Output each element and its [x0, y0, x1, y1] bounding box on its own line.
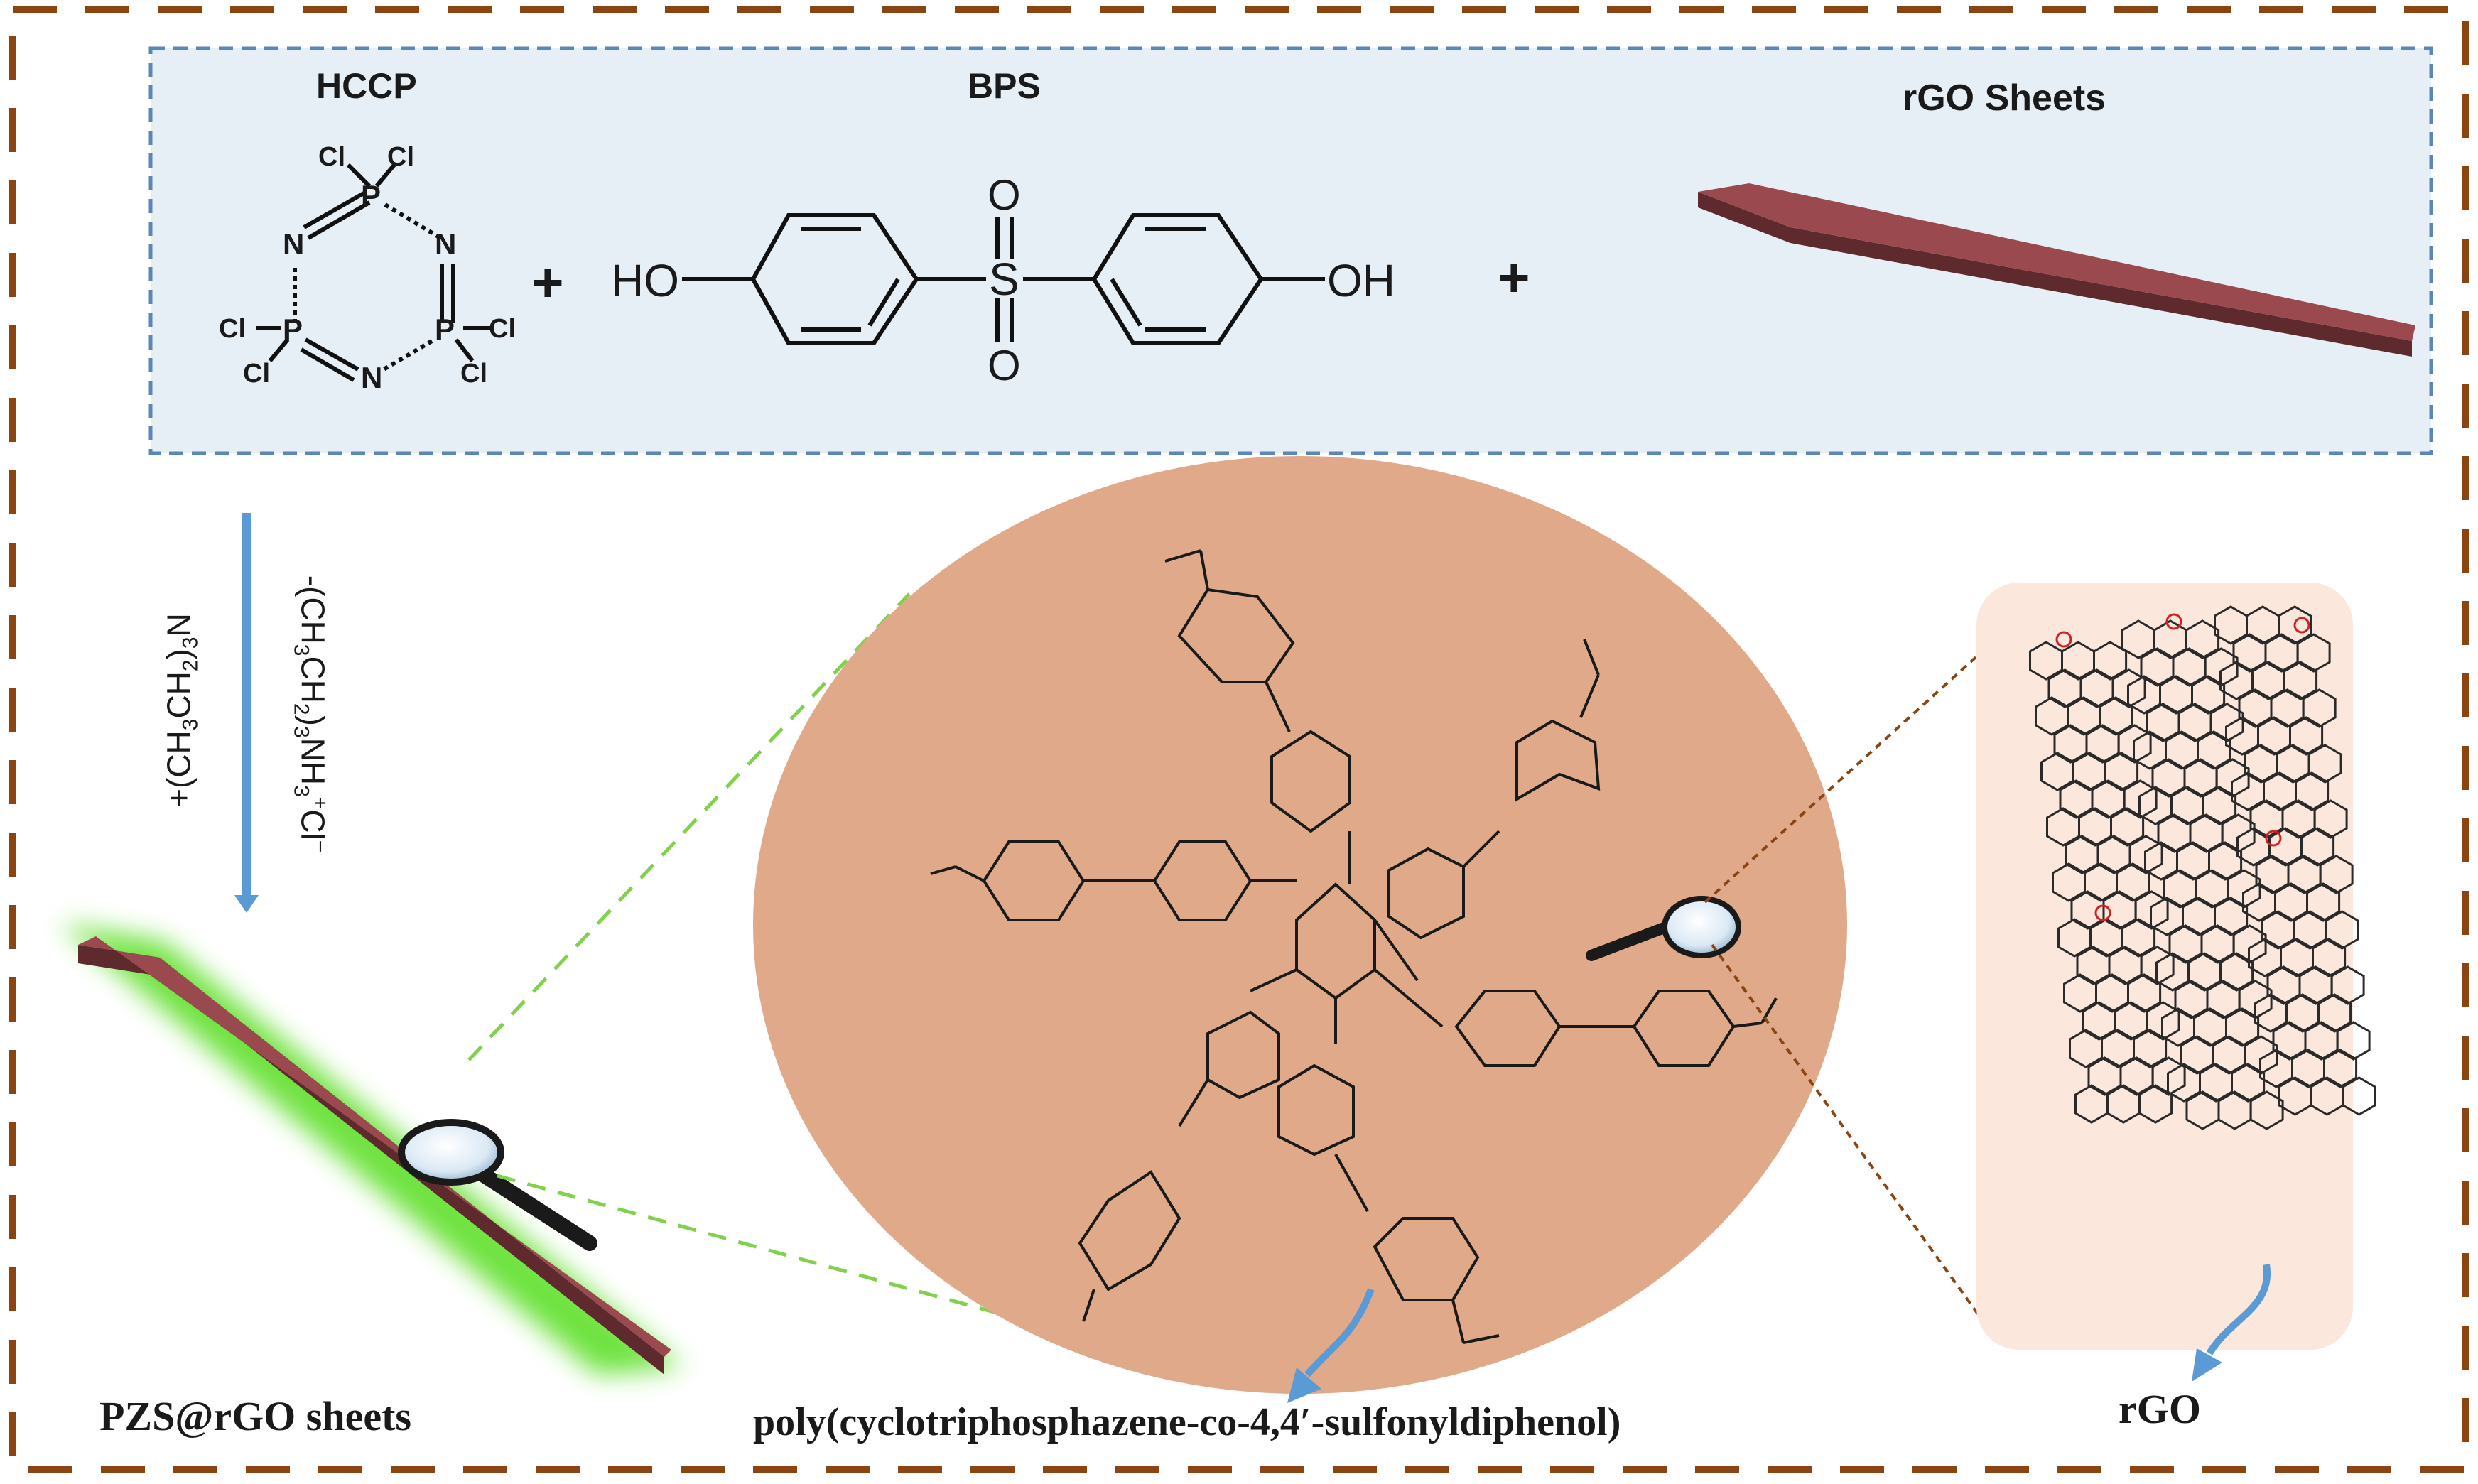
rgo-hexagon [2099, 696, 2133, 736]
rgo-hexagon [2225, 1007, 2260, 1047]
rgo-hexagon [2151, 1056, 2186, 1096]
rgo-hexagon [2317, 993, 2352, 1033]
rgo-hexagon [2134, 890, 2169, 930]
bps-oxygen-top: O [988, 171, 1021, 219]
rgo-hexagon [2342, 1076, 2376, 1116]
hccp-cl-2: Cl [387, 142, 414, 172]
rgo-hexagon [2117, 724, 2152, 764]
hccp-cl-6: Cl [460, 359, 487, 389]
rgo-hexagon [2133, 1029, 2168, 1068]
magnifier-left [398, 1119, 597, 1251]
rgo-molecular-panel [1976, 583, 2353, 1350]
rgo-hexagon [2116, 862, 2150, 902]
rgo-hexagon [2319, 855, 2354, 894]
rgo-hexagon [2093, 641, 2128, 681]
rgo-hexagon [2215, 758, 2250, 798]
rgo-hexagon [2111, 668, 2146, 708]
rgo-hexagon [2214, 897, 2249, 936]
rgo-hexagon [2296, 633, 2331, 673]
plus-sign-1: + [531, 251, 564, 313]
rgo-hexagon [2313, 799, 2348, 839]
hccp-cl-5: Cl [489, 314, 516, 344]
rgo-hexagon [2185, 619, 2220, 659]
hccp-cl-4: Cl [243, 359, 270, 389]
reaction-arrow [234, 513, 259, 913]
bps-label: BPS [968, 66, 1041, 106]
polymer-pointer-arrow [1304, 1288, 1375, 1377]
rgo-hexagon [2300, 827, 2335, 867]
plus-sign-2: + [1498, 246, 1530, 308]
rgo-hexagon [2140, 946, 2175, 985]
hccp-cl-1: Cl [318, 142, 345, 172]
rgo-hexagon [2227, 869, 2261, 909]
byproduct-label: -(CH3CH2)3NH3+Cl− [289, 575, 332, 853]
rgo-hexagon [2104, 752, 2139, 791]
bps-hydroxyl-left: HO [611, 255, 679, 306]
bps-oxygen-bottom: O [988, 342, 1021, 389]
rgo-hexagon [2323, 1049, 2358, 1088]
rgo-hexagon [2249, 1090, 2284, 1130]
rgo-hexagon [2221, 813, 2256, 853]
reagent-label: +(CH3CH2)3N [160, 613, 202, 808]
rgo-hexagon [2325, 910, 2359, 950]
bps-sulfur: S [989, 254, 1019, 305]
rgo-sheet-top [1698, 183, 2415, 357]
zoom-line-rgo-lower [1711, 943, 1984, 1321]
rgo-hexagon [2202, 786, 2237, 825]
hccp-structure [256, 163, 490, 382]
rgo-hexagon [2110, 807, 2145, 847]
hccp-p-right: P [435, 313, 455, 346]
rgo-hexagon [2232, 924, 2267, 964]
rgo-hexagon [2244, 1035, 2278, 1075]
rgo-hexagon [2302, 688, 2337, 728]
rgo-hexagon [2231, 1063, 2266, 1103]
rgo-hexagon [2123, 779, 2158, 819]
magnifier-right [1586, 896, 1741, 961]
hccp-label: HCCP [316, 66, 417, 106]
hccp-n-left: N [283, 227, 305, 261]
pzs-rgo-label: PZS@rGO sheets [99, 1393, 411, 1439]
rgo-hexagon [2127, 973, 2162, 1013]
rgo-hexagon [2278, 605, 2312, 645]
rgo-hexagon [2238, 980, 2273, 1019]
hccp-p-top: P [361, 179, 382, 212]
hccp-cl-3: Cl [219, 314, 246, 344]
polymer-circle [753, 456, 1847, 1394]
rgo-hexagon [2128, 835, 2163, 874]
zoom-line-rgo-upper [1704, 631, 2005, 904]
rgo-hexagon [2336, 1021, 2371, 1061]
rgo-oxygen-groups [2055, 613, 2310, 921]
polymer-network [930, 549, 1778, 1344]
rgo-hexagon [2306, 882, 2341, 922]
hccp-n-right: N [435, 227, 457, 261]
polymer-label: poly(cyclotriphosphazene-co-4,4′-sulfony… [753, 1400, 1621, 1444]
rgo-hexagon [2197, 730, 2231, 770]
rgo-hexagon [2295, 771, 2330, 811]
rgo-hexagon [2289, 716, 2324, 756]
zoom-line-lower [497, 1174, 1002, 1316]
zoom-line-upper [467, 592, 911, 1061]
pzs-rgo-sheet [60, 924, 682, 1375]
rgo-hexagon [2312, 938, 2347, 977]
bps-structure [682, 213, 1325, 345]
rgo-hexagon [2146, 1001, 2180, 1041]
rgo-hexagon [2219, 952, 2254, 992]
rgo-hexagon [2283, 661, 2318, 700]
rgo-hexagon [2204, 647, 2239, 687]
hccp-p-left: P [283, 313, 303, 346]
rgo-hexagon [2208, 841, 2243, 881]
rgo-hexagon [2209, 703, 2244, 742]
rgo-label: rGO [2119, 1386, 2201, 1432]
rgo-hexagon [2138, 1084, 2173, 1124]
bps-hydroxyl-right: OH [1327, 255, 1395, 306]
rgo-hexagon [2307, 744, 2342, 784]
rgo-hexagon [2330, 965, 2365, 1005]
hccp-n-bottom: N [361, 361, 383, 394]
rgo-pointer-arrow [2206, 1264, 2271, 1355]
rgo-hexagon [2121, 918, 2156, 958]
rgo-hexagon [2191, 675, 2226, 715]
rgo-sheets-label: rGO Sheets [1903, 77, 2106, 119]
